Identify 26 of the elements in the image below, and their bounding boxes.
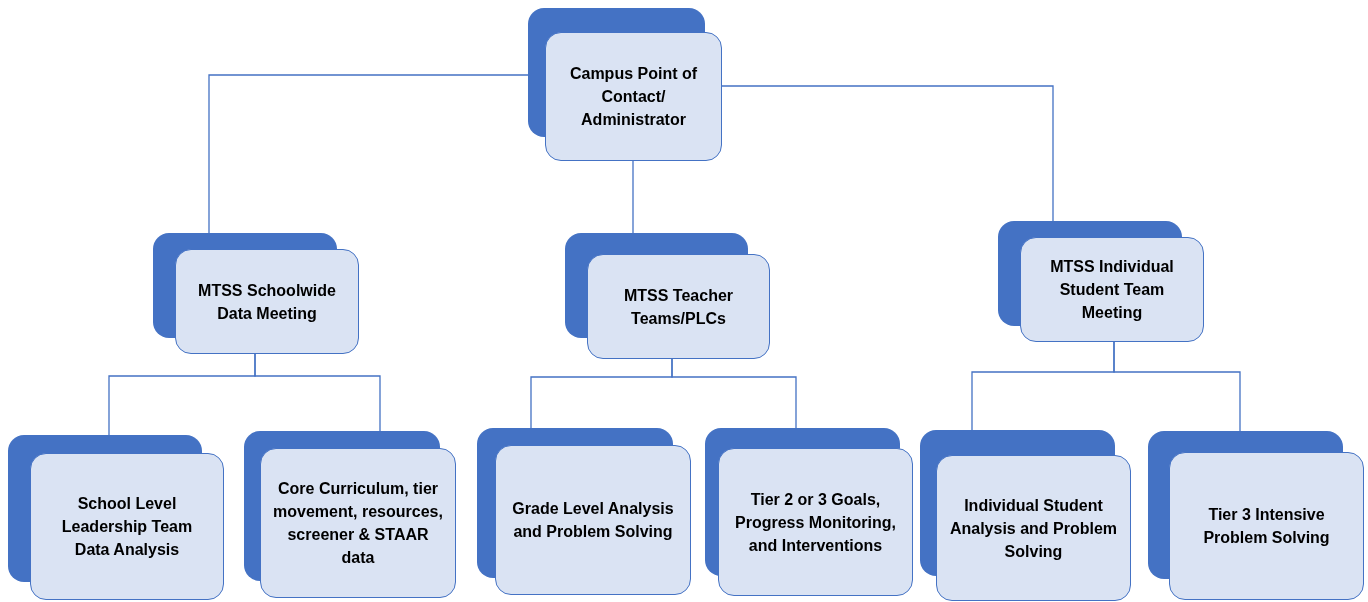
org-box (920, 430, 1131, 601)
box-label: Individual Student Analysis and Problem Solving (949, 495, 1118, 562)
connector-line (721, 85, 1054, 222)
box-label: Tier 2 or 3 Goals, Progress Monitoring, and Interventions (734, 489, 897, 556)
connector-line (208, 74, 529, 234)
connector-line (632, 160, 634, 234)
box-label: Core Curriculum, tier movement, resources, screener & STAAR data (273, 479, 443, 568)
box-label: School Level Leadership Team Data Analysis (60, 494, 194, 560)
org-box (998, 221, 1204, 342)
org-box (153, 233, 359, 354)
box-label: MTSS Individual Student Team Meeting (1049, 257, 1175, 323)
box-label: MTSS Teacher Teams/PLCs (622, 285, 735, 329)
org-box (1148, 431, 1364, 600)
box-label: MTSS Schoolwide Data Meeting (197, 280, 337, 324)
org-box (705, 428, 913, 596)
org-box (528, 8, 722, 161)
org-box (477, 428, 691, 595)
connector-line (1113, 341, 1241, 432)
box-label: Tier 3 Intensive Problem Solving (1202, 505, 1331, 548)
org-box (8, 435, 224, 600)
connector-line (254, 353, 381, 432)
org-box (565, 233, 770, 359)
box-label: Campus Point of Contact/ Administrator (568, 64, 699, 130)
box-label: Grade Level Analysis and Problem Solving (511, 499, 675, 542)
org-box (244, 431, 456, 598)
connector-line (671, 358, 797, 429)
